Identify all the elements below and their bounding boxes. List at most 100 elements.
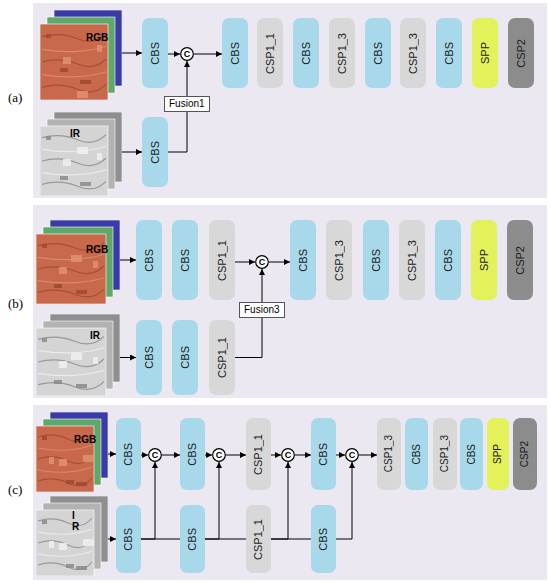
module-name: CBS [318, 443, 329, 466]
connector [141, 539, 180, 540]
image-texture [38, 518, 92, 526]
module-name: CBS [371, 249, 382, 272]
image-label: IR [90, 330, 100, 341]
image-texture [63, 57, 71, 64]
module-name: CBS [180, 346, 191, 369]
module-box: CBS [405, 418, 428, 490]
image-texture [46, 136, 51, 140]
concat-circle: C [180, 47, 194, 61]
module-box: CBS [172, 220, 198, 300]
module-box: CSP1_3 [329, 18, 355, 88]
image-label: IR [70, 128, 80, 139]
concat-circle-shape [213, 449, 226, 462]
connector [336, 462, 352, 539]
module-box: CSP2 [513, 418, 537, 490]
image-texture [42, 338, 47, 342]
module-name: CBS [180, 249, 191, 272]
connector [120, 260, 136, 261]
concat-symbol: C [152, 451, 159, 460]
connector [168, 54, 180, 55]
image-texture [80, 182, 91, 186]
image-stack: I R [36, 496, 108, 576]
panel-label: (c) [8, 482, 22, 498]
image-texture [83, 455, 94, 462]
image-texture [66, 564, 74, 568]
connector [271, 539, 311, 540]
connector [120, 357, 136, 358]
concat-circle: C [281, 448, 295, 462]
image-texture [83, 539, 94, 546]
connector [226, 455, 246, 456]
module-box: CSP1_1 [246, 505, 271, 573]
module-box: CBS [222, 18, 248, 88]
module-box: CBS [142, 117, 168, 187]
module-box: CBS [180, 505, 205, 573]
module-box: CBS [142, 18, 168, 88]
module-box: CBS [116, 418, 141, 490]
panel-background [33, 205, 547, 398]
connector [122, 152, 142, 153]
concat-circle: C [212, 448, 226, 462]
module-box: CSP1_1 [209, 320, 235, 395]
module-box: CBS [180, 418, 205, 490]
connector [205, 455, 212, 456]
concat-symbol: C [184, 50, 191, 59]
image-stack: IR [40, 112, 122, 196]
image-texture [71, 353, 82, 360]
image-stack: IR [36, 314, 120, 396]
image-texture [60, 68, 68, 72]
image-texture [76, 566, 87, 570]
module-box: CSP2 [508, 18, 534, 88]
panel-background [33, 3, 547, 198]
image-texture [54, 284, 62, 288]
module-name: CBS [318, 528, 329, 551]
module-name: CBS [144, 249, 155, 272]
image-texture [38, 370, 104, 375]
module-box: CBS [311, 505, 336, 573]
image-stack-art [36, 496, 108, 576]
image-stack-art [40, 10, 122, 100]
module-name: CSP1_3 [440, 435, 450, 472]
image-texture [46, 34, 51, 38]
module-box: SPP [472, 18, 498, 88]
image-label: RGB [74, 434, 96, 445]
module-name: CBS [150, 42, 161, 65]
connector [336, 455, 345, 456]
image-texture [93, 261, 98, 268]
module-name: CBS [150, 141, 161, 164]
panel-label: (b) [8, 296, 23, 312]
connector [108, 454, 116, 455]
module-box: CBS [293, 18, 319, 88]
fusion-label: Fusion3 [239, 302, 285, 318]
connector [269, 262, 290, 263]
module-box: CSP1_3 [377, 418, 401, 490]
module-name: SPP [493, 444, 503, 464]
image-texture [63, 159, 71, 166]
module-name: CBS [187, 443, 198, 466]
image-texture [38, 467, 92, 472]
connector [108, 539, 116, 540]
fusion-label: Fusion1 [164, 96, 210, 112]
concat-circle-shape [256, 256, 269, 269]
image-texture [38, 562, 92, 570]
module-name: SPP [479, 249, 490, 271]
image-texture [38, 278, 104, 283]
module-box: CBS [363, 220, 389, 300]
concat-symbol: C [349, 451, 356, 460]
connector [271, 455, 281, 456]
image-texture [38, 445, 92, 450]
image-texture [80, 80, 91, 84]
image-stack-art [36, 314, 120, 396]
module-box: CBS [436, 18, 462, 88]
image-texture [42, 244, 47, 248]
connector [162, 455, 180, 456]
connector [205, 462, 219, 539]
connector [194, 54, 222, 55]
module-name: CSP1_1 [265, 33, 276, 74]
module-name: CSP1_1 [253, 519, 264, 560]
module-name: CSP1_3 [337, 33, 348, 74]
concat-symbol: C [259, 258, 266, 267]
module-box: CSP2 [507, 220, 533, 300]
image-texture [97, 153, 102, 160]
